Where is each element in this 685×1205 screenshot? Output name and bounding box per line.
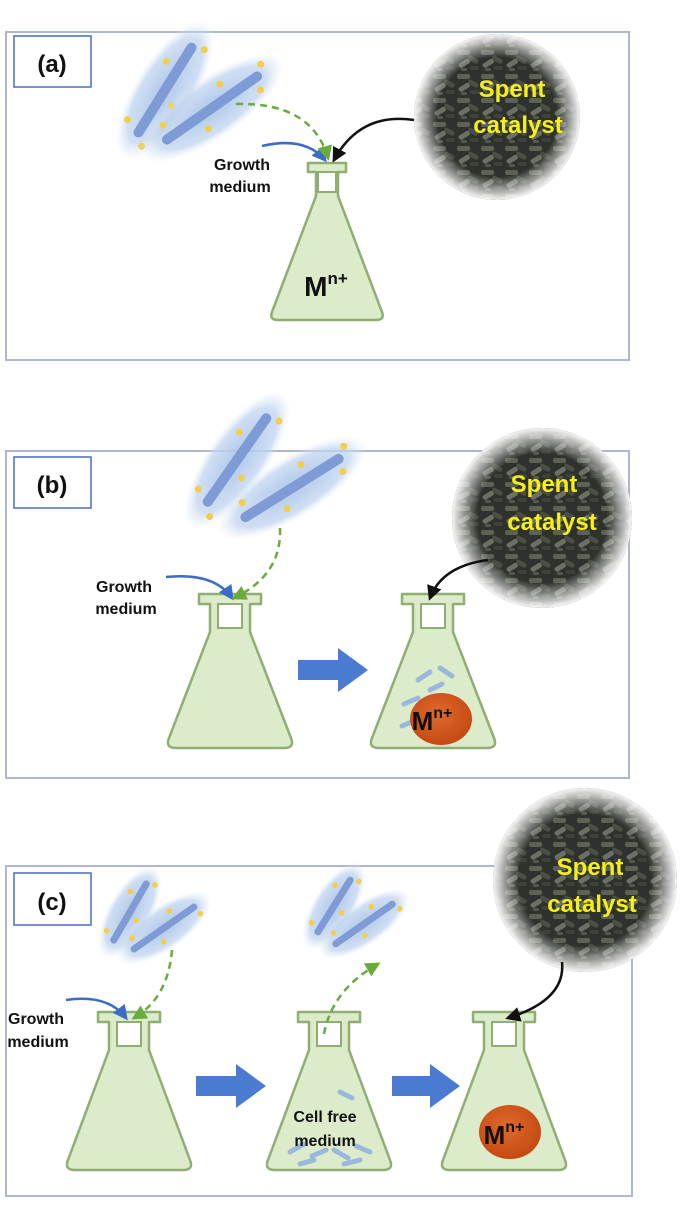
panel-b: (b) Spent catalyst (6, 376, 632, 778)
growth-medium-label: medium (95, 601, 156, 618)
spent-catalyst: Spent catalyst (414, 34, 580, 200)
cell-free-medium-label: medium (294, 1133, 355, 1150)
spent-catalyst-label: catalyst (547, 891, 636, 918)
growth-medium-label: Growth (96, 579, 152, 596)
panel-c: (c) (6, 788, 677, 1196)
panel-b-label: (b) (37, 472, 68, 499)
spent-catalyst: Spent catalyst (493, 788, 677, 972)
growth-medium-label: Growth (214, 157, 270, 174)
cell-free-medium-label: Cell free (293, 1109, 356, 1126)
spent-catalyst-label: Spent (479, 76, 546, 103)
spent-catalyst-label: Spent (557, 854, 624, 881)
panel-c-label: (c) (37, 889, 66, 916)
growth-medium-label: medium (7, 1034, 68, 1051)
spent-catalyst-label: catalyst (507, 509, 596, 536)
spent-catalyst-label: catalyst (473, 112, 562, 139)
panel-a: (a) Spent catalyst (6, 6, 629, 360)
spent-catalyst-label: Spent (511, 471, 578, 498)
spent-catalyst: Spent catalyst (452, 428, 632, 608)
panel-a-label: (a) (37, 51, 66, 78)
growth-medium-label: medium (209, 179, 270, 196)
growth-medium-label: Growth (8, 1011, 64, 1028)
